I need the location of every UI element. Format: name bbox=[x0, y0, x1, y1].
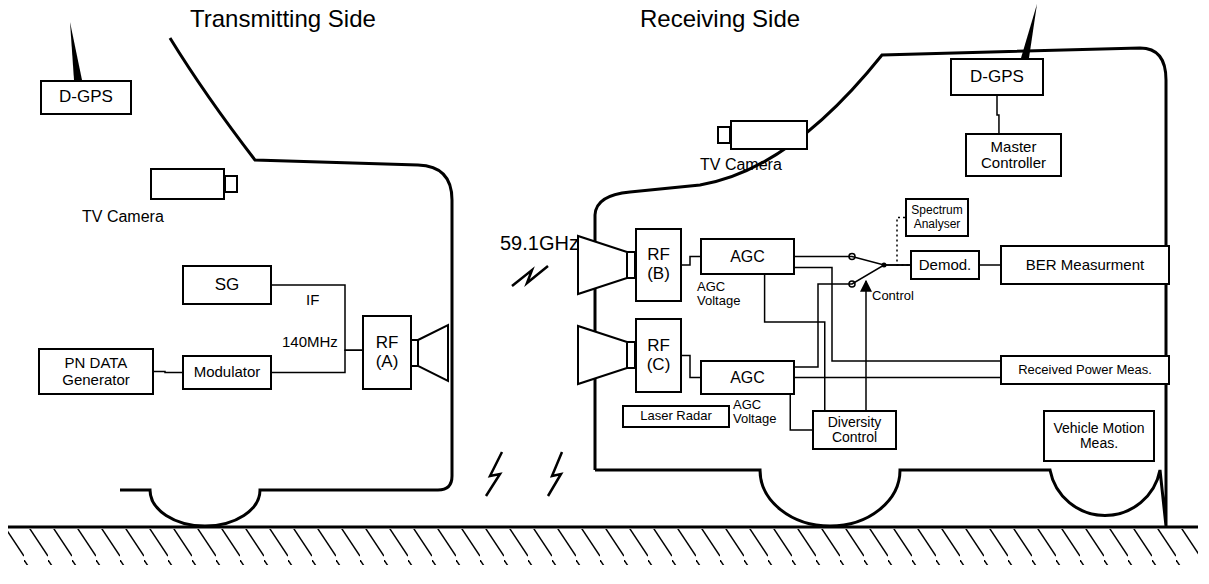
device-box: Demod. bbox=[910, 250, 980, 280]
signal-wire bbox=[795, 265, 910, 367]
device-box: Modulator bbox=[182, 355, 272, 390]
box-text: RF (B) bbox=[640, 246, 677, 283]
vehicle-outline bbox=[120, 38, 452, 526]
box-text: AGC bbox=[730, 369, 765, 387]
signal-wire bbox=[790, 395, 812, 430]
signal-wire bbox=[272, 285, 362, 350]
device-box: Master Controller bbox=[965, 133, 1062, 177]
vehicle-outline bbox=[595, 48, 1166, 526]
signal-wire bbox=[154, 372, 182, 373]
device-box: Spectrum Analyser bbox=[905, 198, 969, 237]
text-label: Control bbox=[872, 289, 914, 303]
ground-hatching bbox=[8, 529, 1198, 565]
device-box: SG bbox=[182, 265, 272, 305]
control-arrow bbox=[865, 281, 867, 410]
signal-wire bbox=[795, 268, 1000, 361]
text-label: Transmitting Side bbox=[190, 6, 376, 32]
box-text: Vehicle Motion Meas. bbox=[1048, 421, 1150, 452]
camera-label: TV Camera bbox=[700, 156, 782, 174]
horn-antenna bbox=[418, 325, 448, 381]
box-text: BER Measurment bbox=[1026, 257, 1144, 274]
text-label: Receiving Side bbox=[640, 6, 800, 32]
text-label: IF bbox=[306, 292, 319, 309]
antenna bbox=[70, 22, 82, 80]
box-text: D-GPS bbox=[970, 68, 1024, 87]
box-text: Spectrum Analyser bbox=[910, 204, 964, 230]
box-text: PN DATA Generator bbox=[43, 355, 149, 388]
camera-lens bbox=[225, 176, 237, 192]
horn-antenna bbox=[627, 342, 635, 368]
ground-line bbox=[8, 526, 1198, 529]
box-text: D-GPS bbox=[59, 88, 113, 107]
signal-wire bbox=[795, 257, 910, 266]
box-text: Laser Radar bbox=[640, 409, 712, 423]
camera-box: TV Camera bbox=[730, 120, 808, 150]
device-box: D-GPS bbox=[950, 58, 1044, 96]
device-box: Laser Radar bbox=[622, 405, 730, 428]
box-text: SG bbox=[215, 276, 240, 295]
signal-wire bbox=[682, 356, 700, 378]
device-box: D-GPS bbox=[40, 80, 132, 115]
text-label: AGC Voltage bbox=[697, 280, 749, 309]
signal-wire bbox=[272, 350, 362, 372]
camera-lens bbox=[718, 127, 730, 143]
device-box: RF (A) bbox=[362, 315, 412, 390]
device-box: PN DATA Generator bbox=[38, 348, 154, 395]
signal-wire bbox=[997, 96, 999, 133]
device-box: Received Power Meas. bbox=[1000, 355, 1170, 385]
box-text: AGC bbox=[730, 248, 765, 266]
signal-wire bbox=[795, 377, 1000, 379]
box-text: Diversity Control bbox=[817, 415, 892, 446]
text-label: 140MHz bbox=[282, 334, 338, 351]
box-text: Demod. bbox=[919, 257, 972, 274]
horn-antenna bbox=[578, 236, 627, 294]
box-text: RF (C) bbox=[640, 337, 677, 374]
radio-wave-symbol bbox=[548, 452, 562, 496]
box-text: Received Power Meas. bbox=[1018, 363, 1152, 377]
device-box: Vehicle Motion Meas. bbox=[1043, 410, 1155, 462]
horn-antenna bbox=[627, 252, 635, 278]
camera-box: TV Camera bbox=[150, 168, 225, 200]
box-text: RF (A) bbox=[367, 334, 407, 371]
device-box: AGC bbox=[700, 238, 795, 275]
antenna bbox=[1021, 4, 1037, 58]
device-box: Diversity Control bbox=[812, 410, 897, 450]
radio-wave-symbol bbox=[486, 452, 502, 496]
horn-antenna bbox=[578, 326, 627, 384]
text-label: AGC Voltage bbox=[733, 398, 783, 427]
device-box: RF (C) bbox=[635, 318, 682, 393]
box-text: Master Controller bbox=[970, 139, 1057, 172]
signal-wire bbox=[682, 257, 700, 266]
device-box: RF (B) bbox=[635, 228, 682, 302]
radio-wave-symbol bbox=[512, 266, 548, 286]
box-text: Modulator bbox=[194, 364, 261, 381]
text-label: 59.1GHz bbox=[500, 232, 579, 254]
camera-label: TV Camera bbox=[82, 208, 164, 226]
signal-wire bbox=[980, 264, 1000, 266]
device-box: AGC bbox=[700, 360, 795, 395]
device-box: BER Measurment bbox=[1000, 245, 1170, 285]
